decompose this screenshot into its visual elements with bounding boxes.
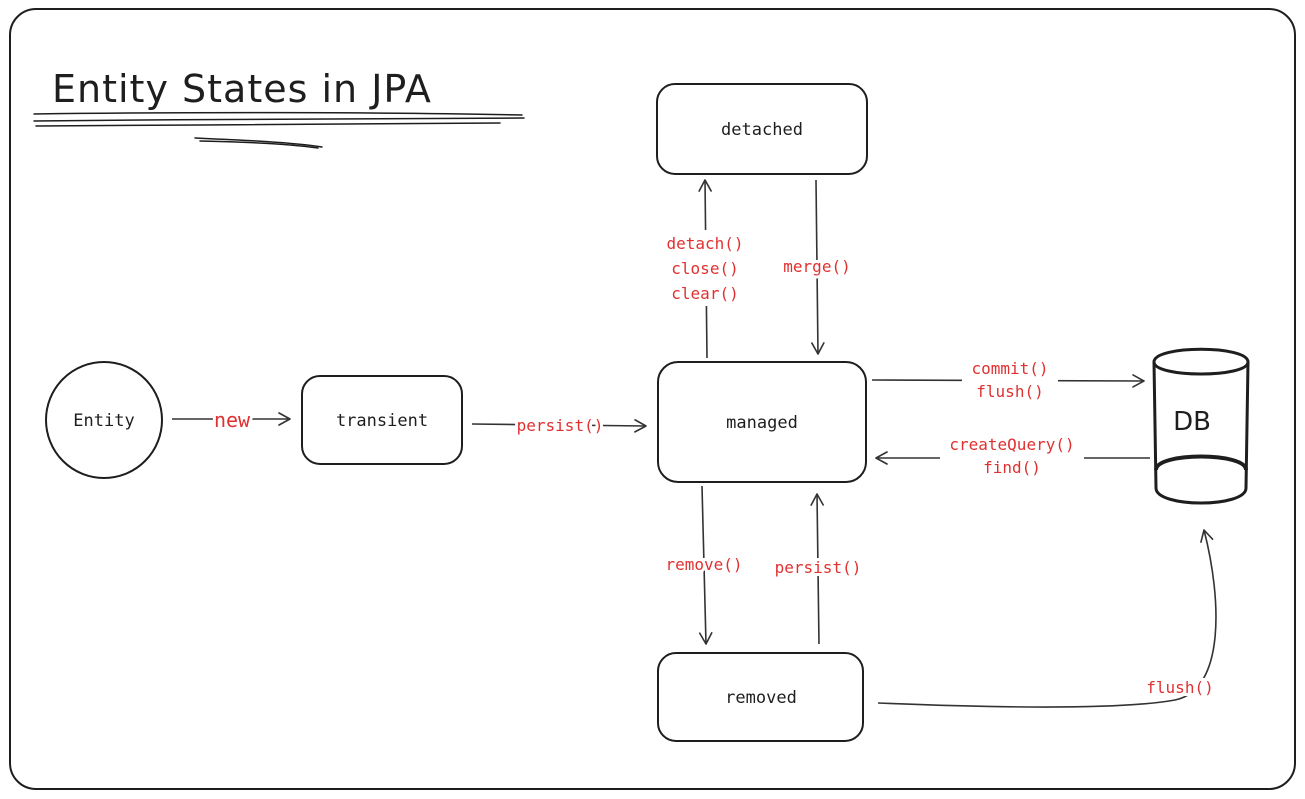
edge-find-label: find() (983, 458, 1041, 477)
transient-node: transient (301, 375, 463, 465)
managed-node: managed (657, 361, 867, 483)
edge-managed-db: commit() flush() (871, 358, 1145, 402)
entity-node: Entity (45, 361, 163, 479)
page-title: Entity States in JPA (52, 67, 432, 111)
edge-detached-managed-line (811, 179, 825, 355)
canvas-frame (9, 8, 1296, 790)
edge-remove-label: remove() (665, 555, 742, 574)
edge-removed-managed: persist() (772, 493, 864, 645)
edge-transient-managed-line (471, 419, 647, 433)
removed-label: removed (725, 688, 797, 708)
edge-merge-label: merge() (783, 257, 850, 276)
edge-clear-label: clear() (671, 284, 738, 303)
edge-managed-detached: detach() close() clear() (658, 179, 754, 359)
edge-entity-transient: new (172, 405, 291, 435)
edge-removed-managed-line (810, 493, 824, 645)
edge-db-managed: createQuery() find() (875, 434, 1150, 480)
detached-node: detached (656, 83, 868, 175)
edge-detached-managed: merge() (780, 179, 854, 355)
edge-persist2-label: persist() (775, 558, 862, 577)
removed-node: removed (657, 652, 864, 742)
edge-commit-label: commit() (971, 359, 1048, 378)
managed-label: managed (726, 413, 798, 433)
edge-removed-db-line (877, 529, 1217, 708)
entity-label: Entity (73, 411, 134, 431)
edge-persist-label: persist() (517, 416, 604, 435)
edge-new-label: new (214, 408, 251, 432)
database-node: DB (1152, 347, 1250, 505)
edge-transient-managed: persist() (471, 413, 647, 438)
title-underline (33, 111, 525, 149)
edge-detach-label: detach() (666, 234, 743, 253)
edge-createquery-label: createQuery() (949, 435, 1074, 454)
edge-flush-label: flush() (976, 382, 1043, 401)
edge-flush2-label: flush() (1146, 678, 1213, 697)
edge-managed-removed: remove() (662, 485, 746, 645)
transient-label: transient (336, 411, 428, 431)
edge-managed-removed-line (698, 485, 713, 645)
detached-label: detached (721, 120, 803, 140)
edge-close-label: close() (671, 259, 738, 278)
edge-removed-db: flush() (877, 529, 1217, 708)
database-label: DB (1173, 407, 1211, 437)
